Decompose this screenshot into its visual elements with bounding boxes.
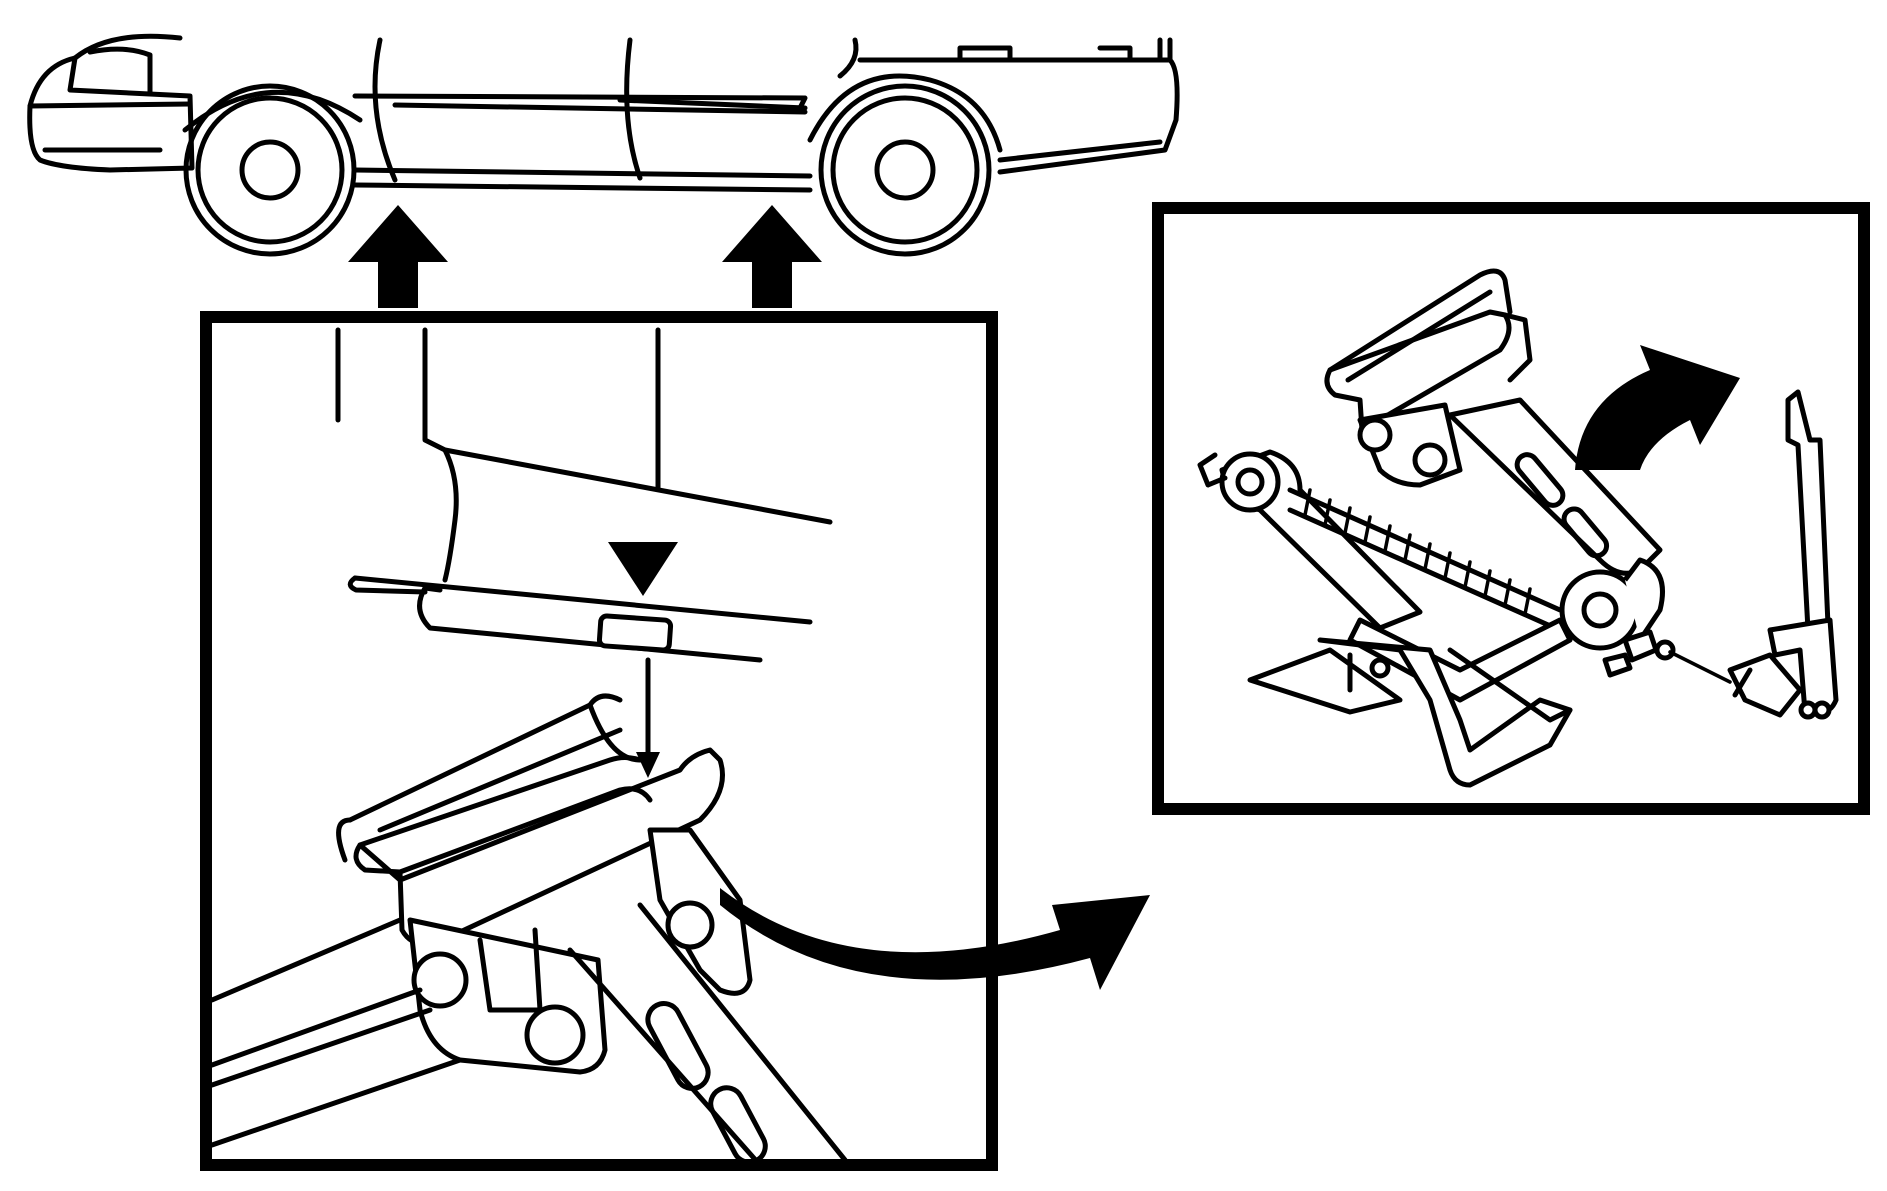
car-side-icon: [27, 33, 1180, 257]
curved-arrow-icon: [720, 888, 1150, 990]
lift-arrow-icon: [348, 205, 448, 308]
jack-placement-detail: [200, 311, 998, 1171]
lift-arrow-icon: [722, 205, 822, 308]
jack-operation-detail: [1152, 202, 1870, 815]
down-triangle-icon: [608, 542, 678, 596]
jack-handle-icon: [1727, 389, 1839, 720]
